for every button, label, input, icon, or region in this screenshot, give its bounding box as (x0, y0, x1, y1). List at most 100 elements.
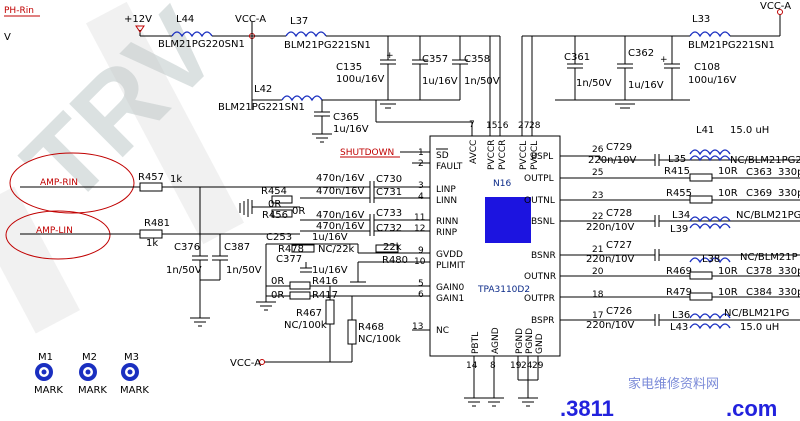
svg-text:7: 7 (469, 120, 475, 130)
r415-value: 10R (718, 166, 738, 177)
vcca-bottom-label: VCC-A (230, 358, 261, 369)
svg-text:RINN: RINN (436, 217, 458, 227)
svg-text:19: 19 (510, 361, 522, 371)
svg-text:PGND: PGND (525, 328, 535, 354)
r469-body (689, 271, 713, 280)
amp-rin-highlight (9, 152, 135, 214)
l38-ref: L38 (702, 254, 720, 265)
c727-value: 220n/10V (586, 254, 635, 265)
c357-value: 1u/16V (422, 76, 458, 87)
r457-ref: R457 (138, 172, 164, 183)
c369-ref: C369 (746, 188, 772, 199)
svg-text:PGND: PGND (515, 328, 525, 354)
svg-text:RINP: RINP (436, 228, 458, 238)
r478-body (291, 244, 315, 253)
l37-ref: L37 (290, 16, 308, 27)
l44-coil (171, 31, 213, 38)
svg-text:24: 24 (521, 361, 533, 371)
l44-ref: L44 (176, 14, 194, 25)
c733-ref: C733 (376, 208, 402, 219)
net-shutdown: SHUTDOWN (340, 148, 394, 158)
r467-value: NC/100k (284, 320, 327, 331)
r480-body (375, 244, 399, 253)
c726-value: 220n/10V (586, 320, 635, 331)
svg-text:BSNR: BSNR (531, 251, 556, 261)
c730-value: 470n/16V (316, 173, 365, 184)
r457-value: 1k (170, 174, 182, 185)
c363-value: 330p (778, 167, 800, 178)
c361-value: 1n/50V (576, 78, 612, 89)
svg-text:GAIN0: GAIN0 (436, 283, 465, 293)
svg-text:1: 1 (418, 148, 424, 158)
ic-ref: N16 (493, 179, 511, 189)
vcca3-label: VCC-A (760, 1, 791, 12)
c362-value: 1u/16V (628, 80, 664, 91)
c361-ref: C361 (564, 52, 590, 63)
svg-text:M3: M3 (124, 352, 139, 363)
r454-value: 0R (268, 199, 281, 210)
r456-value: 0R (292, 206, 305, 217)
c378-value: 330p (778, 266, 800, 277)
l34-ref: L34 (672, 210, 690, 221)
ic-body (429, 135, 561, 357)
watermark-url: 家电维修资料网 .3811 .com (560, 376, 777, 421)
svg-text:LINN: LINN (436, 196, 457, 206)
c387-value: 1n/50V (226, 265, 262, 276)
c135-ref: C135 (336, 62, 362, 73)
c728-ref: C728 (606, 208, 632, 219)
r456-body (271, 209, 293, 218)
c387-ref: C387 (224, 242, 250, 253)
c378-ref: C378 (746, 266, 772, 277)
net-amp-rin: AMP-RIN (40, 178, 78, 188)
c727-ref: C727 (606, 240, 632, 251)
ic-bottom-pins: PBTL AGND PGND PGND GND 14 8 19 24 29 (464, 327, 545, 407)
r467-ref: R467 (296, 308, 322, 319)
net-v: V (4, 32, 11, 43)
l37-coil (285, 31, 327, 38)
l43-ref: L43 (670, 322, 688, 333)
r417-zero: 0R (271, 290, 284, 301)
svg-text:23: 23 (592, 191, 603, 201)
ic-top-pins: 7 AVCC 15 PVCCR 16 PVCCR 27 PVCCL 28 PVC… (469, 120, 541, 170)
net-amp-lin: AMP-LIN (36, 226, 73, 236)
c108-ref: C108 (694, 62, 720, 73)
r468-value: NC/100k (358, 334, 401, 345)
c732-value: 470n/16V (316, 221, 365, 232)
svg-text:+: + (660, 55, 668, 65)
r455-ref: R455 (666, 188, 692, 199)
c377-ref: C377 (276, 254, 302, 265)
ic-right-pins: BSPL OUTPL OUTNL BSNL BSNR OUTNR OUTPR B… (524, 145, 604, 326)
svg-text:M2: M2 (82, 352, 97, 363)
watermark-faint: TRV (0, 0, 244, 334)
r467-body (325, 299, 335, 325)
svg-text:MARK: MARK (34, 385, 63, 396)
l41-ref: L41 (696, 125, 714, 136)
svg-text:MARK: MARK (120, 385, 149, 396)
svg-text:OUTPR: OUTPR (524, 294, 555, 304)
svg-text:OUTNL: OUTNL (524, 196, 555, 206)
amp-lin-highlight (5, 210, 111, 260)
r468-body (347, 319, 357, 345)
c362-ref: C362 (628, 48, 654, 59)
c376-ref: C376 (174, 242, 200, 253)
svg-text:M1: M1 (38, 352, 53, 363)
l41-coil (689, 149, 731, 156)
output-left-channel: C729 220n/10V L41 15.0 uH L35 NC/BLM21PG… (560, 125, 800, 235)
l42-value: BLM21PG221SN1 (218, 102, 305, 113)
svg-text:26: 26 (592, 145, 604, 155)
c733-value: 470n/16V (316, 210, 365, 221)
svg-text:5: 5 (418, 279, 424, 289)
r417-body (289, 291, 311, 300)
r415-ref: R415 (664, 166, 690, 177)
c732-ref: C732 (376, 223, 402, 234)
r479-ref: R479 (666, 287, 692, 298)
svg-text:22: 22 (592, 212, 603, 222)
c730-ref: C730 (376, 174, 402, 185)
r481-ref: R481 (144, 218, 170, 229)
r480-ref: R480 (382, 255, 408, 266)
svg-text:LINP: LINP (436, 185, 456, 195)
mark-m3: M3 MARK (120, 352, 149, 396)
r481-body (139, 229, 163, 239)
svg-text:SD: SD (436, 151, 449, 161)
